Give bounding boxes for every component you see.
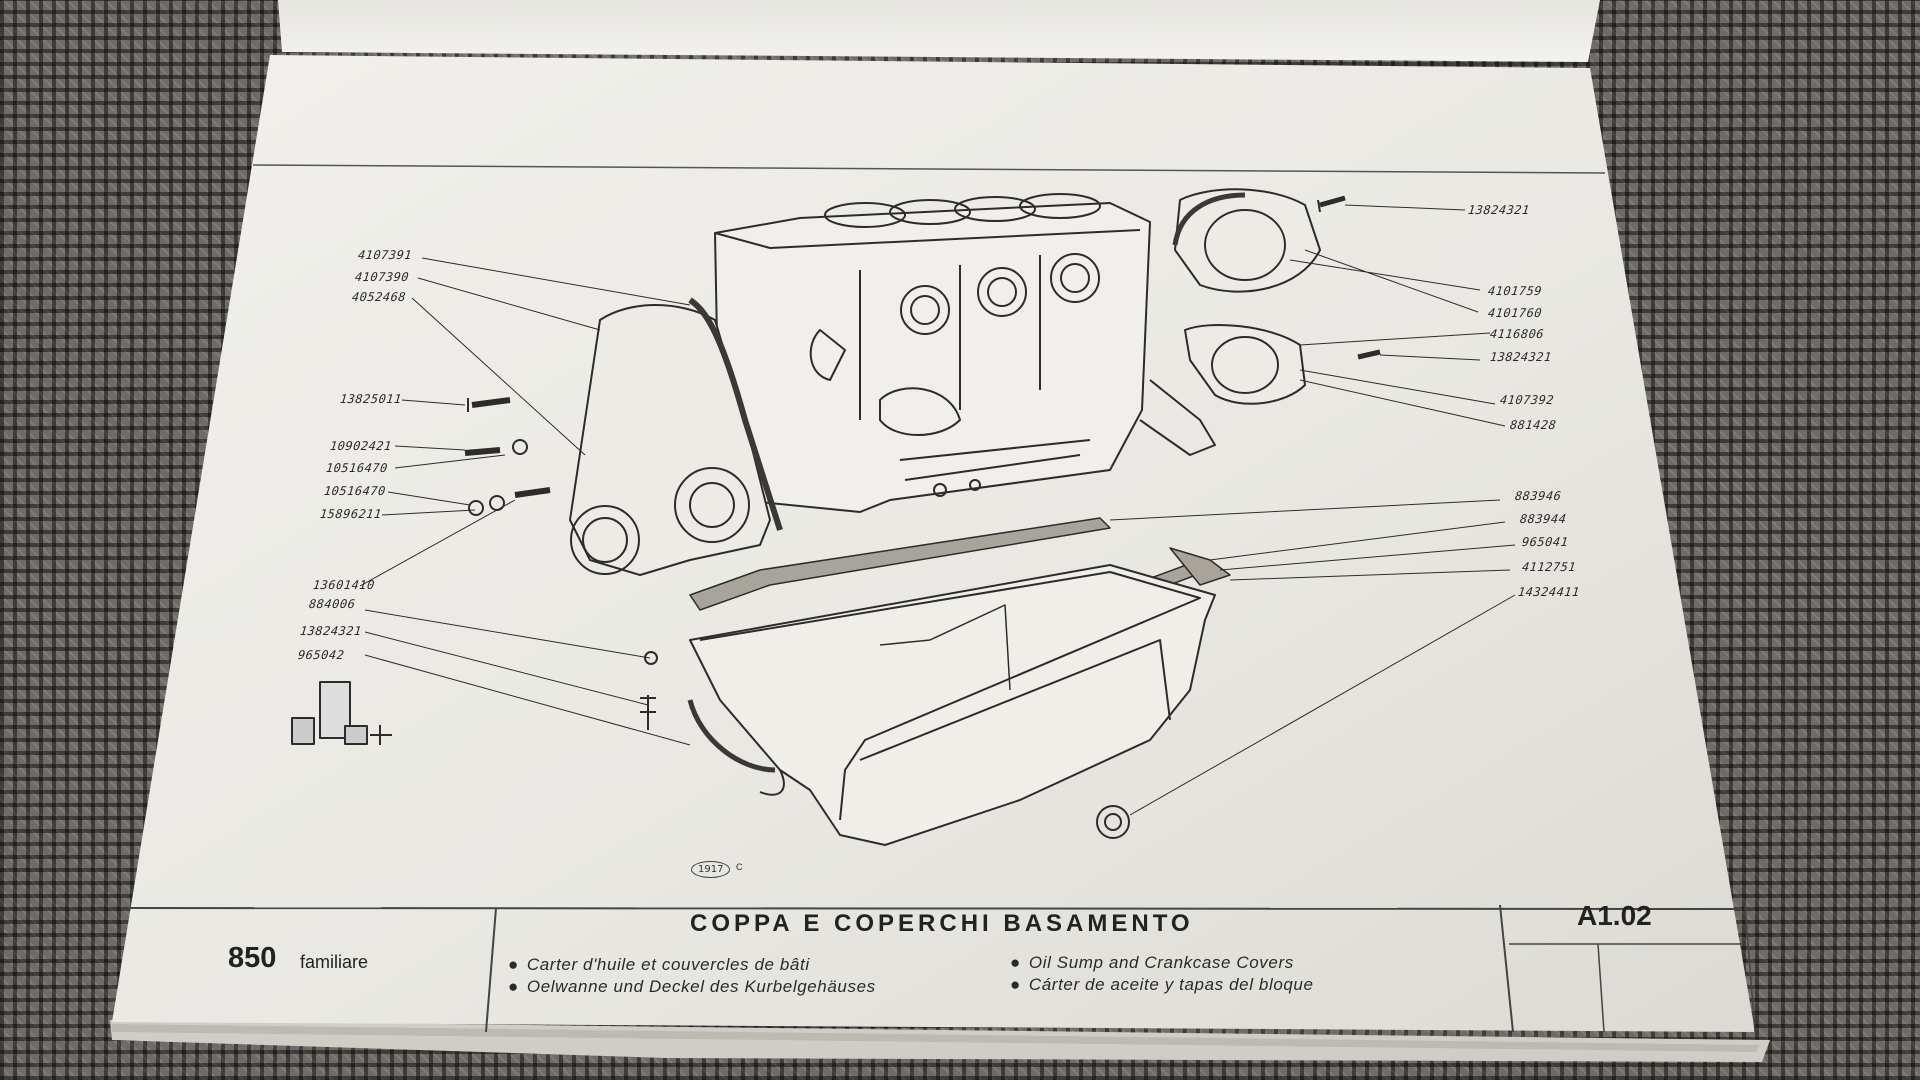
sheet-code: A1.02 — [1577, 900, 1652, 931]
part-number: 15896211 — [319, 507, 383, 521]
part-number: 965042 — [297, 648, 346, 662]
sheet-title: COPPA E COPERCHI BASAMENTO — [690, 910, 1194, 937]
part-number: 965041 — [1521, 535, 1570, 549]
bullet-icon: ● — [1010, 953, 1021, 972]
part-number: 10516470 — [323, 484, 387, 498]
part-number: 4101759 — [1487, 284, 1543, 298]
part-number: 13824321 — [1467, 203, 1531, 217]
bullet-icon: ● — [508, 977, 519, 996]
translation-german: ●Oelwanne und Deckel des Kurbelgehäuses — [508, 977, 876, 996]
part-number: 4052468 — [351, 290, 407, 304]
model-name: familiare — [300, 952, 369, 972]
translation-french: ●Carter d'huile et couvercles de bâti — [508, 955, 810, 974]
part-number: 4107392 — [1499, 393, 1555, 407]
part-number: 4107390 — [354, 270, 410, 284]
part-number: 881428 — [1509, 418, 1558, 432]
part-number: 4107391 — [357, 248, 413, 262]
part-number: 13824321 — [299, 624, 363, 638]
part-number: 13824321 — [1489, 350, 1553, 364]
figure-suffix: C — [736, 862, 743, 872]
part-number: 4101760 — [1487, 306, 1543, 320]
part-number: 883946 — [1514, 489, 1563, 503]
part-number: 10516470 — [325, 461, 389, 475]
bullet-icon: ● — [1010, 975, 1021, 994]
part-number: 10902421 — [329, 439, 393, 453]
bullet-icon: ● — [508, 955, 519, 974]
part-number: 13825011 — [339, 392, 403, 406]
part-number: 4116806 — [1489, 327, 1545, 341]
part-number: 4112751 — [1521, 560, 1577, 574]
translation-spanish: ●Cárter de aceite y tapas del bloque — [1010, 975, 1314, 994]
translation-english: ●Oil Sump and Crankcase Covers — [1010, 953, 1294, 972]
part-number: 13601410 — [312, 578, 376, 592]
part-number: 14324411 — [1517, 585, 1581, 599]
part-number: 883944 — [1519, 512, 1568, 526]
part-number: 884006 — [308, 597, 357, 611]
model-number: 850 — [228, 942, 277, 974]
figure-reference: 1917 — [691, 861, 731, 878]
